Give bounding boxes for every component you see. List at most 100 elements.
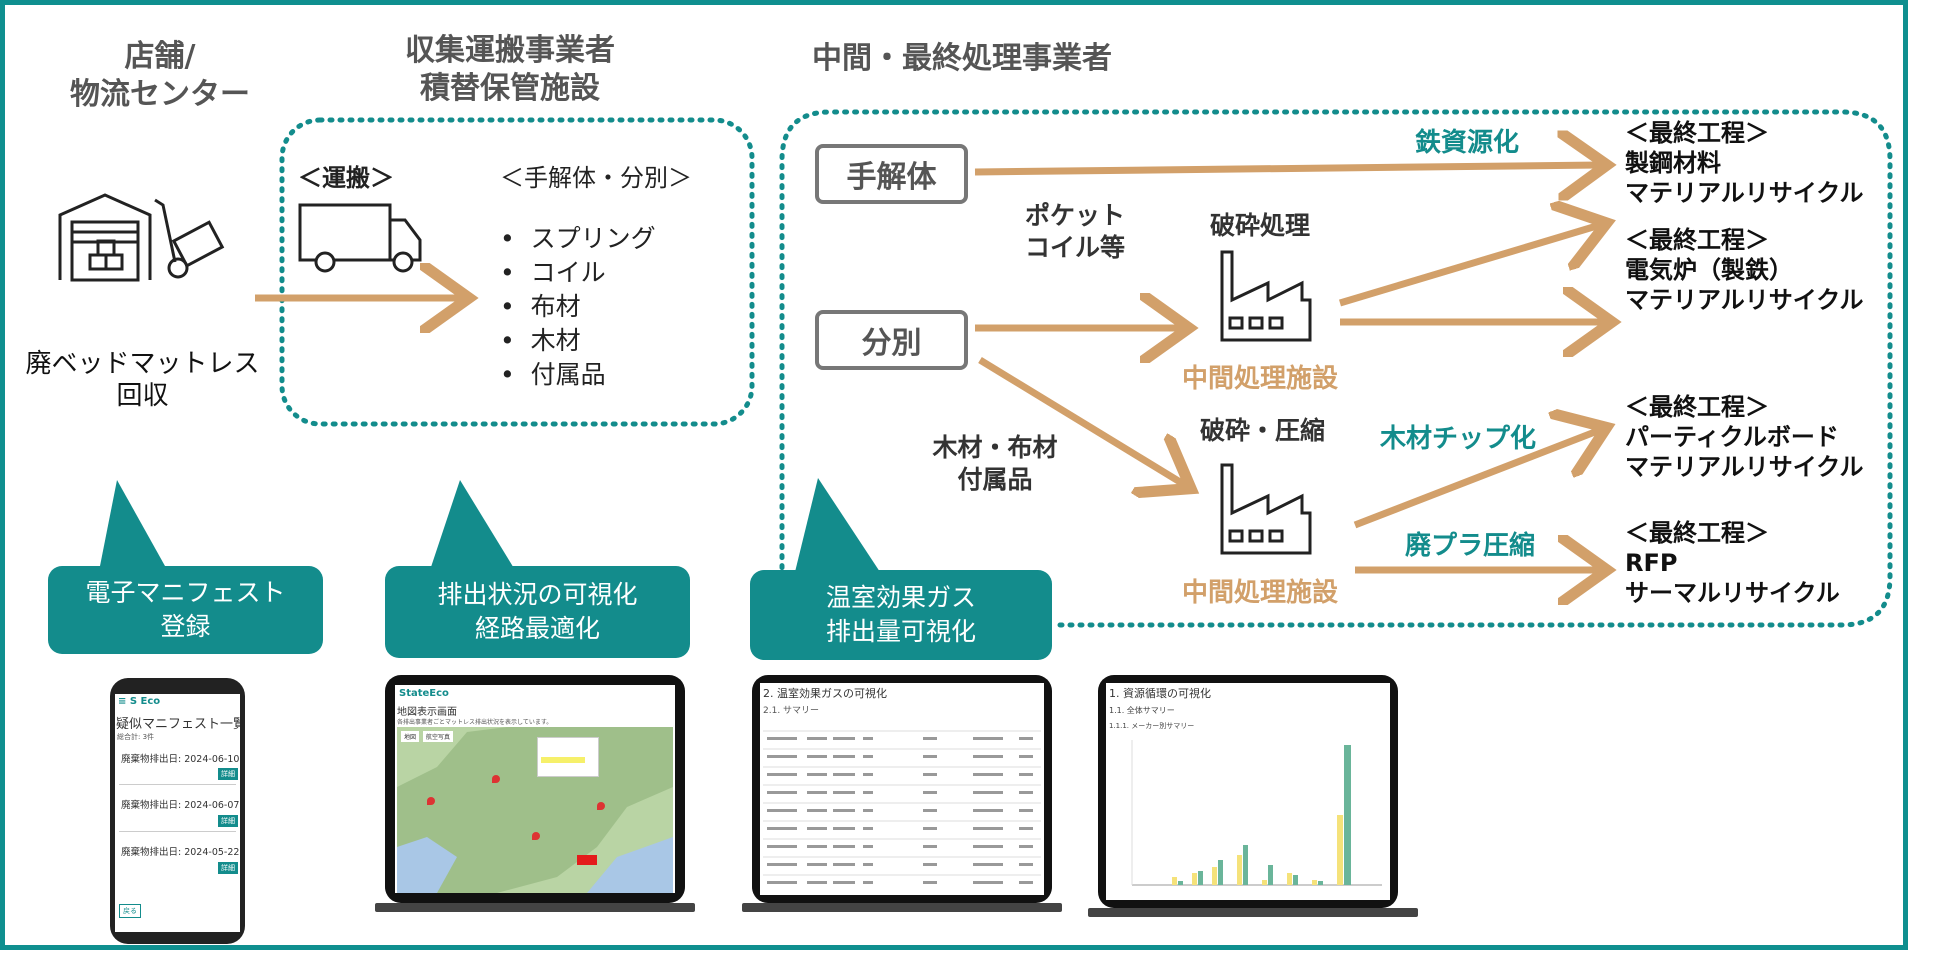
processor-region [779, 109, 1893, 628]
truck-icon [298, 203, 422, 273]
bubble-pointer-1 [100, 480, 165, 566]
transport-label: ＜運搬＞ [298, 164, 394, 192]
phone-divider [119, 784, 236, 785]
recycle-title: 1. 資源循環の可視化 [1109, 687, 1211, 700]
sort-box: 分別 [815, 310, 968, 370]
pocket-line1: ポケット [1024, 201, 1125, 230]
recycle-laptop-bezel: 1. 資源循環の可視化 1.1. 全体サマリー 1.1.1. メーカー別サマリー [1098, 675, 1398, 908]
crush-label: 破砕処理 [1210, 211, 1311, 240]
phone-entry-2[interactable]: 廃棄物排出日: 2024-06-07 [121, 800, 240, 811]
map-tab-satellite[interactable]: 航空写真 [423, 731, 454, 742]
final-step-head: ＜最終工程＞ [1625, 519, 1769, 547]
ghg-laptop-bezel: 2. 温室効果ガスの可視化 2.1. サマリー [752, 675, 1052, 903]
recycle-laptop-base [1088, 908, 1418, 917]
ghg-title: 2. 温室効果ガスの可視化 [763, 687, 887, 700]
final-step-line1: パーティクルボード [1625, 423, 1839, 451]
parts-list: • スプリング • コイル • 布材 • 木材 • 付属品 [500, 222, 656, 392]
final-step-line2: サーマルリサイクル [1625, 579, 1840, 607]
part-coil: コイル [530, 258, 606, 287]
wood-fabric-label: 木材・布材 付属品 [910, 432, 1080, 496]
column-collector-heading: 収集運搬事業者 積替保管施設 [375, 32, 645, 108]
final-step-3: ＜最終工程＞ パーティクルボード マテリアルリサイクル [1625, 392, 1864, 482]
part-spring: スプリング [530, 224, 656, 253]
arrow-sort-to-compress [978, 357, 1185, 485]
bubble-visualization: 排出状況の可視化 経路最適化 [385, 566, 690, 658]
map-info-highlight [541, 757, 585, 763]
parts-list-item: • 布材 [500, 292, 581, 321]
part-accessory: 付属品 [530, 360, 606, 389]
phone-detail-button-1[interactable]: 詳細 [218, 768, 238, 780]
phone-title: 疑似マニフェスト一覧 [116, 717, 240, 732]
bubble-pointer-3 [795, 478, 880, 572]
warehouse-icon [58, 193, 152, 282]
wood-line2: 付属品 [957, 465, 1033, 494]
ghg-section: 2.1. サマリー [763, 706, 820, 716]
intermediate-facility-1: 中間処理施設 [1182, 364, 1339, 394]
collector-heading-line2: 積替保管施設 [420, 71, 600, 106]
bubble-ghg: 温室効果ガス 排出量可視化 [750, 570, 1052, 660]
store-caption-line1: 廃ベッドマットレス [25, 349, 260, 379]
map-pin-icon[interactable] [532, 832, 540, 840]
pocket-line2: コイル等 [1024, 233, 1125, 262]
recycle-bar-chart [1131, 740, 1382, 886]
final-step-line2: マテリアルリサイクル [1625, 179, 1864, 207]
part-fabric: 布材 [530, 292, 581, 321]
collector-region [279, 117, 755, 427]
parts-list-item: • 付属品 [500, 360, 606, 389]
ghg-laptop-base [742, 903, 1062, 912]
map-area[interactable]: 地図 航空写真 [397, 727, 673, 893]
bubble-e-manifest: 電子マニフェスト 登録 [48, 566, 323, 654]
final-step-line1: RFP [1625, 549, 1678, 577]
recycle-laptop: 1. 資源循環の可視化 1.1. 全体サマリー 1.1.1. メーカー別サマリー [1088, 675, 1418, 925]
outer-frame [0, 0, 1908, 950]
map-brand: StateEco [399, 688, 449, 699]
phone-divider [119, 831, 236, 832]
recycle-section: 1.1. 全体サマリー [1109, 706, 1175, 715]
map-pin-icon[interactable] [427, 797, 435, 805]
final-step-head: ＜最終工程＞ [1625, 119, 1769, 147]
arrow-crush-to-furnace-a [1338, 225, 1600, 307]
phone-entry-1[interactable]: 廃棄物排出日: 2024-06-10 [121, 754, 240, 765]
parts-list-item: • スプリング [500, 224, 656, 253]
final-step-line2: マテリアルリサイクル [1625, 286, 1864, 314]
map-marker-selected[interactable] [577, 855, 597, 865]
phone-back-button[interactable]: 戻る [119, 904, 141, 918]
bubble-line1: 電子マニフェスト [85, 578, 286, 607]
final-step-line1: 製鋼材料 [1625, 149, 1721, 177]
bubble-pointer-2 [430, 480, 515, 570]
phone-entry-3[interactable]: 廃棄物排出日: 2024-05-22 [121, 847, 240, 858]
factory-icon-crush [1220, 250, 1312, 342]
phone-device: ≡ S Eco 疑似マニフェスト一覧 総合計: 3件 廃棄物排出日: 2024-… [110, 678, 245, 944]
map-tab-map[interactable]: 地図 [401, 731, 420, 742]
factory-icon-compress [1220, 463, 1312, 555]
final-step-1: ＜最終工程＞ 製鋼材料 マテリアルリサイクル [1625, 118, 1864, 208]
map-laptop-base [375, 903, 695, 912]
ghg-table [763, 730, 1041, 884]
store-heading-line1: 店舗/ [124, 39, 196, 74]
collector-heading-line1: 収集運搬事業者 [405, 33, 615, 68]
arrow-compress-to-board [1353, 430, 1600, 529]
recycle-subsection: 1.1.1. メーカー別サマリー [1109, 722, 1195, 730]
plastic-compress-label: 廃プラ圧縮 [1405, 531, 1536, 561]
manual-dismantle-box: 手解体 [815, 144, 968, 204]
ghg-screen: 2. 温室効果ガスの可視化 2.1. サマリー [760, 683, 1044, 895]
map-pin-icon[interactable] [597, 802, 605, 810]
bubble-line2: 経路最適化 [474, 614, 600, 643]
wood-line1: 木材・布材 [932, 433, 1058, 462]
iron-resource-label: 鉄資源化 [1415, 128, 1520, 158]
hand-truck-icon [154, 198, 225, 279]
map-laptop: StateEco 地図表示画面 各排出事業者ごとマットレス排出状況を表示していま… [375, 675, 695, 920]
arrow-manual-to-steel [974, 165, 1600, 172]
phone-detail-button-3[interactable]: 詳細 [218, 862, 238, 874]
parts-list-item: • コイル [500, 258, 606, 287]
map-subtitle: 各排出事業者ごとマットレス排出状況を表示しています。 [397, 719, 553, 726]
phone-summary: 総合計: 3件 [117, 733, 155, 741]
map-pin-icon[interactable] [492, 775, 500, 783]
phone-detail-button-2[interactable]: 詳細 [218, 815, 238, 827]
final-step-head: ＜最終工程＞ [1625, 393, 1769, 421]
bubble-line1: 温室効果ガス [825, 583, 976, 612]
store-caption: 廃ベッドマットレス 回収 [20, 348, 265, 412]
dismantle-label: ＜手解体・分別＞ [500, 164, 692, 192]
map-screen: StateEco 地図表示画面 各排出事業者ごとマットレス排出状況を表示していま… [395, 685, 675, 893]
